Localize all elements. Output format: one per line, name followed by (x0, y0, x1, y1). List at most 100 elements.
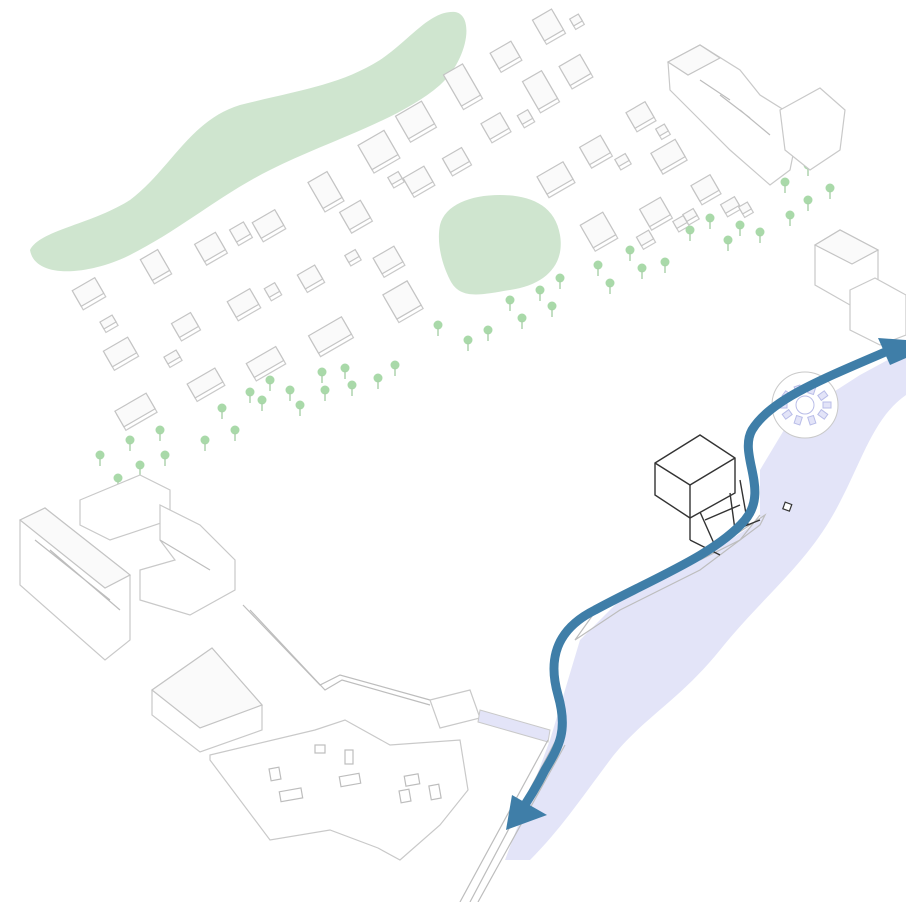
house-block (579, 211, 619, 253)
house-block (102, 336, 140, 372)
house-block (531, 8, 567, 46)
house-block (139, 248, 173, 285)
house-block (307, 170, 345, 213)
house-block (372, 245, 406, 279)
route-arrowhead-start (878, 338, 906, 365)
house-block (114, 392, 158, 432)
civic-building-lower (150, 647, 469, 861)
house-block (307, 316, 355, 358)
house-block (671, 214, 691, 233)
seat (822, 401, 832, 409)
tree-icon (257, 395, 267, 411)
residential-buildings (71, 8, 755, 432)
house-block (516, 108, 536, 129)
tree-icon (200, 435, 210, 451)
terrace-buildings-upper-right (666, 44, 846, 186)
tree-icon (755, 227, 765, 243)
house-block (170, 311, 202, 342)
tree-icon (555, 273, 565, 289)
house-block (635, 229, 657, 251)
tree-icon (320, 385, 330, 401)
house-block (568, 13, 586, 31)
tree-icon (245, 387, 255, 403)
tree-icon (295, 400, 305, 416)
tree-icon (390, 360, 400, 376)
tree-icon (660, 257, 670, 273)
house-block (521, 69, 561, 114)
house-block (402, 165, 436, 199)
house-block (613, 152, 633, 171)
walkway-lines (242, 604, 566, 902)
house-block (245, 345, 287, 382)
house-block (382, 280, 424, 324)
house-block (536, 161, 576, 199)
house-block (357, 129, 401, 174)
route-arrowhead-end (506, 795, 547, 830)
seat (807, 414, 817, 426)
circulation-route-arrow (506, 338, 906, 830)
house-block (690, 173, 722, 206)
tree-icon (535, 285, 545, 301)
house-block (228, 221, 254, 247)
tree-icon (463, 335, 473, 351)
house-block (558, 53, 594, 90)
tree-icon (160, 450, 170, 466)
tree-icon (505, 295, 515, 311)
house-block (442, 63, 484, 111)
house-block (193, 231, 229, 266)
tree-icon (637, 263, 647, 279)
tree-icon (433, 320, 443, 336)
house-block (650, 138, 688, 175)
tree-icon (735, 220, 745, 236)
house-block (638, 196, 674, 231)
house-block (251, 208, 287, 243)
house-block (226, 287, 262, 322)
tree-icon (155, 425, 165, 441)
tree-icon (230, 425, 240, 441)
park-green-space-large (30, 11, 467, 272)
house-block (719, 195, 743, 218)
tree-icon (95, 450, 105, 466)
tree-icon (217, 403, 227, 419)
tree-icon (135, 460, 145, 476)
house-block (578, 134, 614, 169)
tree-icon (780, 177, 790, 193)
focal-pavilion (654, 434, 761, 556)
tree-icon (547, 301, 557, 317)
house-block (394, 100, 438, 144)
seat (817, 408, 829, 420)
tree-icon (317, 367, 327, 383)
house-block (654, 123, 672, 141)
seat (793, 414, 803, 426)
house-block (71, 276, 107, 311)
tree-icon (723, 235, 733, 251)
seat (781, 408, 793, 420)
tree-icon (517, 313, 527, 329)
tree-icon (785, 210, 795, 226)
house-block (441, 146, 473, 177)
tree-icon (125, 435, 135, 451)
house-block (296, 264, 326, 294)
tree-icon (265, 375, 275, 391)
street-trees (95, 160, 835, 489)
tree-icon (593, 260, 603, 276)
park-green-space-square (438, 195, 561, 295)
tree-icon (605, 278, 615, 294)
house-block (737, 201, 755, 219)
house-block (263, 281, 283, 302)
house-block (163, 349, 183, 369)
house-block (480, 111, 512, 144)
courtyard-block-lower-left (18, 474, 236, 661)
house-block (386, 170, 406, 189)
seat (817, 390, 829, 402)
house-block (625, 100, 657, 133)
water-marker (782, 501, 793, 512)
house-block (186, 367, 226, 403)
tree-icon (705, 213, 715, 229)
tree-icon (340, 363, 350, 379)
tree-icon (625, 245, 635, 261)
tree-icon (483, 325, 493, 341)
buildings-right-edge (813, 229, 906, 346)
house-block (489, 40, 523, 74)
